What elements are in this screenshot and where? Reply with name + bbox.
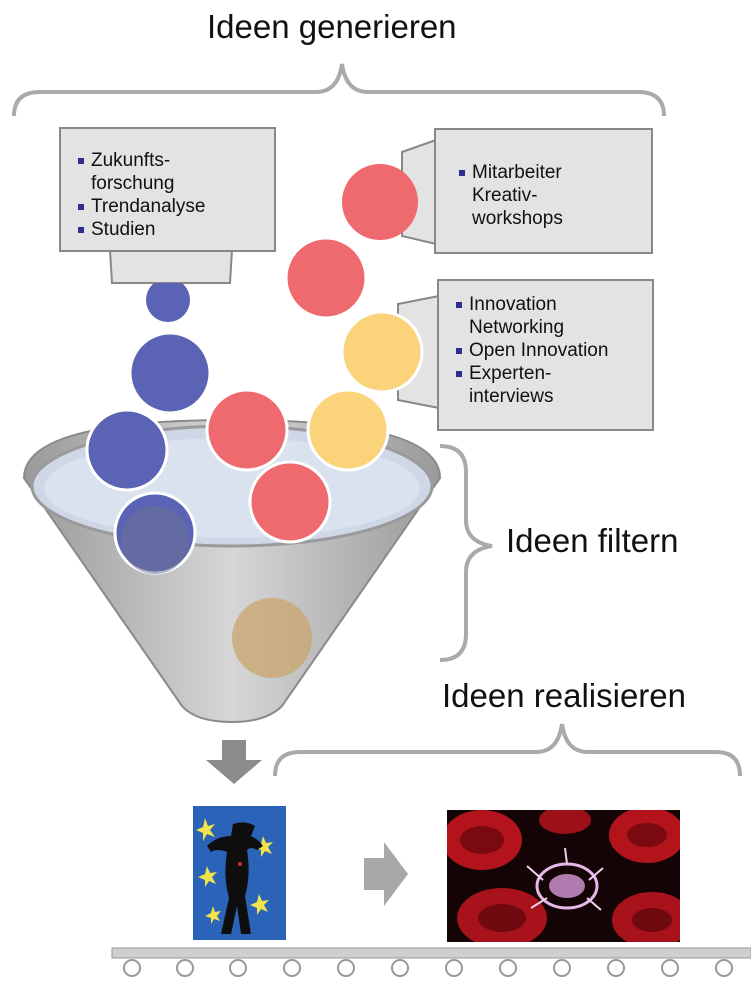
box-line: forschung (91, 173, 175, 194)
yellow-ball-sunk (232, 598, 312, 678)
box-line: Experten- (453, 362, 652, 385)
box-line: Kreativ- (472, 185, 538, 206)
label-ideen-generieren: Ideen generieren (207, 8, 457, 45)
bracket-realize (273, 723, 742, 777)
red-blood-cells-microscope-image (447, 810, 680, 942)
bracket-generate (12, 63, 666, 117)
box-line: Mitarbeiter (456, 161, 651, 184)
bullet-icon (78, 227, 84, 233)
source-box-research: Zukunfts- forschung Trendanalyse Studien (59, 127, 276, 252)
box-line: Innovation (453, 293, 652, 316)
yellow-ball (306, 388, 390, 472)
box-line: Networking (469, 317, 565, 338)
box-line: Studien (75, 218, 274, 241)
label-ideen-realisieren: Ideen realisieren (442, 677, 686, 714)
red-ball (342, 164, 418, 240)
conveyor-belt (111, 947, 751, 959)
nozzle-left (108, 249, 234, 284)
source-box-networking: Innovation Networking Open Innovation Ex… (437, 279, 654, 431)
box-line: Zukunfts- (75, 149, 274, 172)
red-ball (205, 388, 289, 472)
yellow-ball (340, 310, 424, 394)
bullet-icon (456, 348, 462, 354)
bracket-filter (439, 444, 493, 662)
blue-ball (128, 331, 212, 415)
blue-ball (85, 408, 169, 492)
blue-ball (146, 283, 190, 322)
source-box-employees: Mitarbeiter Kreativ- workshops (434, 128, 653, 254)
box-line: Open Innovation (453, 339, 652, 362)
bullet-icon (78, 204, 84, 210)
dancer-collage-image (193, 806, 286, 940)
red-ball (248, 460, 332, 544)
box-line: workshops (472, 208, 563, 229)
red-ball (284, 236, 368, 320)
conveyor-rollers (123, 959, 733, 977)
bullet-icon (78, 158, 84, 164)
box-line: Trendanalyse (75, 195, 274, 218)
blue-ball-lower (121, 506, 189, 574)
right-arrow (364, 842, 408, 906)
bullet-icon (456, 371, 462, 377)
bullet-icon (459, 170, 465, 176)
box-line: interviews (469, 386, 554, 407)
down-arrow (206, 740, 262, 784)
bullet-icon (456, 302, 462, 308)
label-ideen-filtern: Ideen filtern (506, 522, 679, 559)
